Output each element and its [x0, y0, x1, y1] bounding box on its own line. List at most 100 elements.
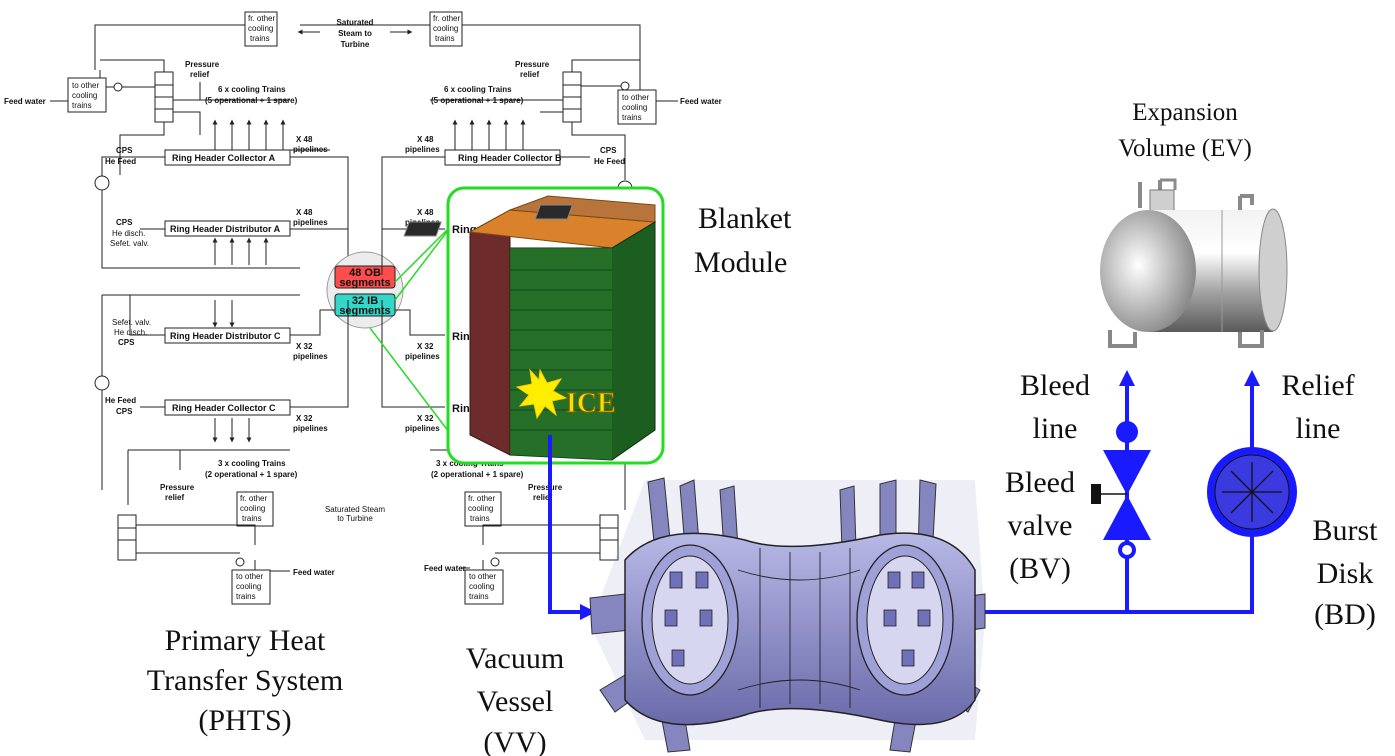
cps-ll: CPS [118, 338, 135, 347]
ice-label: ICE [566, 388, 616, 419]
trains6-right-1: 6 x cooling Trains [444, 85, 512, 94]
x48-c-2: pipelines [405, 145, 440, 154]
fr-other-ll-2: cooling [240, 504, 265, 513]
svg-text:6 x cooling Trains(5 operation: 6 x cooling Trains (5 operational + 1 spa… [431, 85, 524, 105]
x32-d-2: pipelines [405, 424, 440, 433]
fr-other-top-left-1: fr. other [248, 14, 275, 23]
x32-c-1: X 32 [417, 342, 434, 351]
he-disch-ll: He disch. [114, 328, 147, 337]
he-feed-ul: He Feed [105, 157, 136, 166]
rhd-c-label: Ring Header Distributor C [170, 331, 281, 341]
cps-ll2: CPS [116, 407, 133, 416]
rhc-c-label: Ring Header Collector C [172, 403, 276, 413]
cps-ur: CPS [600, 146, 617, 155]
he-feed-ur: He Feed [594, 157, 625, 166]
x32-d-1: X 32 [417, 414, 434, 423]
to-other-ul-2: cooling [72, 91, 97, 100]
fr-other-top-right-3: trains [435, 34, 455, 43]
to-other-lr-1: to other [469, 572, 496, 581]
x48-a-2: pipelines [293, 145, 328, 154]
svg-text:3 x cooling Trains(2 operation: 3 x cooling Trains (2 operational + 1 spa… [205, 459, 298, 479]
x48-d-1: X 48 [417, 208, 434, 217]
to-other-ll-2: cooling [236, 582, 261, 591]
fr-other-ll-1: fr. other [240, 494, 267, 503]
blanket-module: Ring He Rin Ring ICE [403, 186, 665, 465]
trains6-right-2: (5 operational + 1 spare) [431, 96, 524, 105]
x48-b-2: pipelines [293, 218, 328, 227]
x32-c-2: pipelines [405, 352, 440, 361]
fr-other-lr-2: cooling [468, 504, 493, 513]
vacuum-vessel [589, 477, 986, 753]
x48-b-1: X 48 [296, 208, 313, 217]
cps-ul: CPS [116, 146, 133, 155]
feed-water-ul: Feed water [4, 97, 46, 106]
pressure-relief-ur-1: Pressure [515, 60, 550, 69]
x32-a-1: X 32 [296, 342, 313, 351]
sat-steam-1: Saturated [337, 18, 374, 27]
fr-other-ll-3: trains [242, 514, 262, 523]
ib-seg-1: 32 IB [352, 295, 378, 307]
sat-steam-bottom-2: to Turbine [337, 514, 373, 523]
segment-connectors [369, 224, 456, 441]
to-other-ur-1: to other [622, 93, 649, 102]
to-other-ll-1: to other [236, 572, 263, 581]
ib-seg-2: segments [339, 305, 390, 317]
x32-b-2: pipelines [293, 424, 328, 433]
sat-steam-2: Steam to [338, 29, 372, 38]
to-other-ul-3: trains [72, 101, 92, 110]
trains6-left-2: (5 operational + 1 spare) [205, 96, 298, 105]
trains3-right-2: (2 operational + 1 spare) [431, 470, 524, 479]
to-other-ur-2: cooling [622, 103, 647, 112]
fr-other-top-left-3: trains [250, 34, 270, 43]
x48-c-1: X 48 [417, 135, 434, 144]
trains3-left-1: 3 x cooling Trains [218, 459, 286, 468]
expansion-volume-tank [1100, 178, 1288, 348]
burst-disk [1207, 447, 1297, 537]
x32-b-1: X 32 [296, 414, 313, 423]
ring-header-cut-2: Rin [452, 331, 470, 343]
rhd-a-label: Ring Header Distributor A [170, 224, 281, 234]
he-feed-ll: He Feed [105, 396, 136, 405]
safety-valve-ul: Sefet. valv. [110, 239, 149, 248]
bleed-valve [1091, 421, 1151, 559]
sat-steam-bottom-1: Saturated Steam [325, 505, 385, 514]
ob-seg-2: segments [339, 277, 390, 289]
fr-other-lr-3: trains [470, 514, 490, 523]
trains3-left-2: (2 operational + 1 spare) [205, 470, 298, 479]
pressure-relief-lr-2: relief [533, 493, 552, 502]
trains6-left-1: 6 x cooling Trains [218, 85, 286, 94]
rhc-b-label: Ring Header Collector B [458, 153, 562, 163]
fr-other-top-left-2: cooling [248, 24, 273, 33]
feed-water-ll: Feed water [293, 568, 335, 577]
svg-text:6 x cooling Trains(5 operation: 6 x cooling Trains (5 operational + 1 spa… [205, 85, 298, 105]
